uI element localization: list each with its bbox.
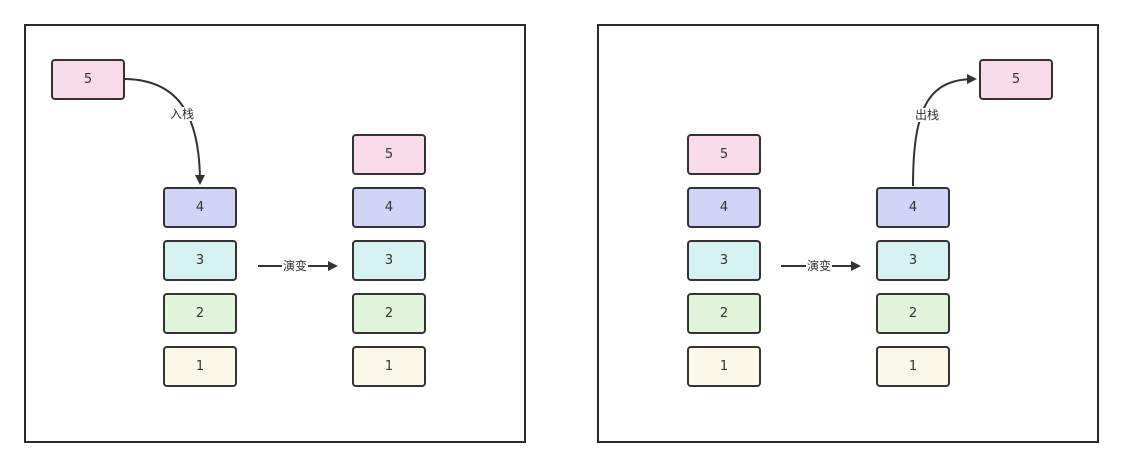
node-label: 3 bbox=[195, 253, 205, 268]
left-after-node: 1 bbox=[352, 346, 426, 387]
node-label: 5 bbox=[1011, 72, 1021, 87]
node-label: 4 bbox=[908, 200, 918, 215]
right-after-node: 2 bbox=[876, 293, 950, 334]
left-before-node: 1 bbox=[163, 346, 237, 387]
left-after-node: 3 bbox=[352, 240, 426, 281]
left-evolve-label: 演变 bbox=[282, 259, 309, 273]
incoming-node: 5 bbox=[51, 59, 125, 100]
node-label: 2 bbox=[195, 306, 205, 321]
node-label: 3 bbox=[908, 253, 918, 268]
node-label: 4 bbox=[719, 200, 729, 215]
left-after-node: 5 bbox=[352, 134, 426, 175]
right-before-node: 5 bbox=[687, 134, 761, 175]
right-before-node: 3 bbox=[687, 240, 761, 281]
right-after-node: 3 bbox=[876, 240, 950, 281]
node-label: 2 bbox=[719, 306, 729, 321]
node-label: 1 bbox=[384, 359, 394, 374]
node-label: 5 bbox=[719, 147, 729, 162]
node-label: 5 bbox=[384, 147, 394, 162]
push-label: 入栈 bbox=[169, 107, 196, 121]
left-before-node: 3 bbox=[163, 240, 237, 281]
right-after-node: 4 bbox=[876, 187, 950, 228]
left-after-node: 4 bbox=[352, 187, 426, 228]
left-before-node: 4 bbox=[163, 187, 237, 228]
left-before-node: 2 bbox=[163, 293, 237, 334]
right-after-node: 1 bbox=[876, 346, 950, 387]
left-after-node: 2 bbox=[352, 293, 426, 334]
right-before-node: 2 bbox=[687, 293, 761, 334]
node-label: 3 bbox=[384, 253, 394, 268]
node-label: 1 bbox=[908, 359, 918, 374]
right-before-node: 4 bbox=[687, 187, 761, 228]
node-label: 3 bbox=[719, 253, 729, 268]
right-before-node: 1 bbox=[687, 346, 761, 387]
outgoing-node: 5 bbox=[979, 59, 1053, 100]
pop-label: 出栈 bbox=[914, 108, 941, 122]
node-label: 1 bbox=[719, 359, 729, 374]
node-label: 5 bbox=[83, 72, 93, 87]
node-label: 4 bbox=[195, 200, 205, 215]
right-evolve-label: 演变 bbox=[806, 259, 833, 273]
node-label: 2 bbox=[908, 306, 918, 321]
node-label: 1 bbox=[195, 359, 205, 374]
node-label: 4 bbox=[384, 200, 394, 215]
node-label: 2 bbox=[384, 306, 394, 321]
